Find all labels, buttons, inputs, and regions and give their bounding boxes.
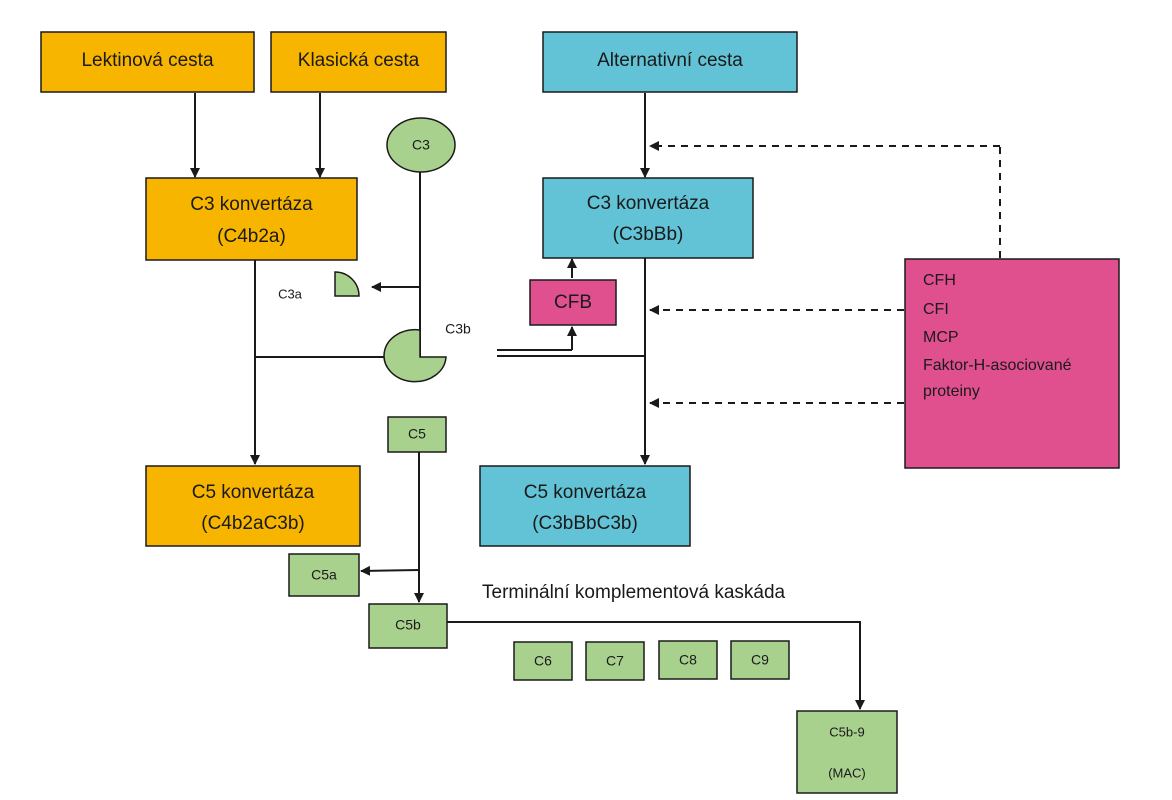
cfb-box	[529, 279, 617, 326]
c3b-pacman-shape	[383, 328, 447, 383]
pathway-alternative: Alternativní cesta	[542, 31, 798, 93]
pathway-lectin-label: Lektinová cesta	[81, 50, 213, 71]
component-c3b: C3b	[383, 321, 471, 383]
regulators-box	[904, 258, 1120, 469]
c5-convertase-classical-line1: C5 konvertáza	[192, 482, 315, 503]
c5a-label: C5a	[311, 567, 337, 583]
component-c6: C6	[513, 641, 573, 681]
c5a-box	[288, 553, 360, 597]
pathway-classical: Klasická cesta	[270, 31, 447, 93]
c3-convertase-classical-box	[145, 177, 358, 261]
pathway-lectin: Lektinová cesta	[40, 31, 255, 93]
c3-convertase-alternative-box	[542, 177, 754, 259]
terminal-cascade-label: Terminální komplementová kaskáda	[482, 582, 786, 603]
c5-convertase-alternative-line1: C5 konvertáza	[524, 482, 647, 503]
mac-box	[796, 710, 898, 794]
component-cfb: CFB	[529, 279, 617, 326]
pathway-classical-label: Klasická cesta	[298, 50, 420, 71]
c3-circle	[386, 117, 456, 173]
c5b-label: C5b	[395, 617, 421, 633]
regulators-box-group: CFH CFI MCP Faktor-H-asociované proteiny	[904, 258, 1120, 469]
c5-box	[387, 416, 447, 453]
c7-label: C7	[606, 653, 624, 669]
c8-label: C8	[679, 652, 697, 668]
c3-convertase-alternative-line2: (C3bBb)	[613, 224, 684, 245]
c9-box	[730, 640, 790, 680]
c5-convertase-classical: C5 konvertáza (C4b2aC3b)	[145, 465, 361, 547]
component-c7: C7	[585, 641, 645, 681]
c6-box	[513, 641, 573, 681]
pathway-alternative-box	[542, 31, 798, 93]
c5-convertase-alternative-box	[479, 465, 691, 547]
c3-convertase-alternative: C3 konvertáza (C3bBb)	[542, 177, 754, 259]
component-c5: C5	[387, 416, 447, 453]
line-c5b-to-mac	[447, 621, 865, 710]
c5-convertase-classical-box	[145, 465, 361, 547]
c7-box	[585, 641, 645, 681]
component-c5b: C5b	[368, 603, 448, 649]
c5-convertase-alternative-line2: (C3bBbC3b)	[532, 513, 638, 534]
c3a-label: C3a	[278, 286, 303, 301]
regulator-fhr-line2: proteiny	[923, 383, 980, 400]
regulator-mcp: MCP	[923, 329, 959, 346]
c3b-label: C3b	[445, 321, 471, 337]
c5-convertase-alternative: C5 konvertáza (C3bBbC3b)	[479, 465, 691, 547]
component-mac: C5b-9 (MAC)	[796, 710, 898, 794]
c9-label: C9	[751, 652, 769, 668]
c3-label: C3	[412, 137, 430, 153]
mac-label-line1: C5b-9	[829, 724, 864, 739]
mac-label-line2: (MAC)	[828, 765, 866, 780]
c5-convertase-classical-line2: (C4b2aC3b)	[201, 513, 305, 534]
c6-label: C6	[534, 653, 552, 669]
c3-convertase-classical-line2: (C4b2a)	[217, 226, 286, 247]
c8-box	[658, 640, 718, 680]
c3-convertase-classical-line1: C3 konvertáza	[190, 194, 313, 215]
pathway-lectin-box	[40, 31, 255, 93]
pathway-classical-box	[270, 31, 447, 93]
c3-convertase-alternative-line1: C3 konvertáza	[587, 193, 710, 214]
component-c3: C3	[386, 117, 456, 173]
arrow-to-c5a	[360, 565, 420, 576]
c3-convertase-classical: C3 konvertáza (C4b2a)	[145, 177, 358, 261]
c3a-quarter-shape	[334, 271, 360, 297]
c5b-box	[368, 603, 448, 649]
regulator-cfi: CFI	[923, 301, 949, 318]
regulator-cfh: CFH	[923, 272, 956, 289]
component-c9: C9	[730, 640, 790, 680]
component-c5a: C5a	[288, 553, 360, 597]
component-c3a: C3a	[278, 271, 360, 301]
regulator-fhr-line1: Faktor-H-asociované	[923, 357, 1072, 374]
connectors	[190, 93, 1001, 710]
cfb-label: CFB	[554, 292, 592, 313]
component-c8: C8	[658, 640, 718, 680]
pathway-alternative-label: Alternativní cesta	[597, 50, 743, 71]
c5-label: C5	[408, 426, 426, 442]
